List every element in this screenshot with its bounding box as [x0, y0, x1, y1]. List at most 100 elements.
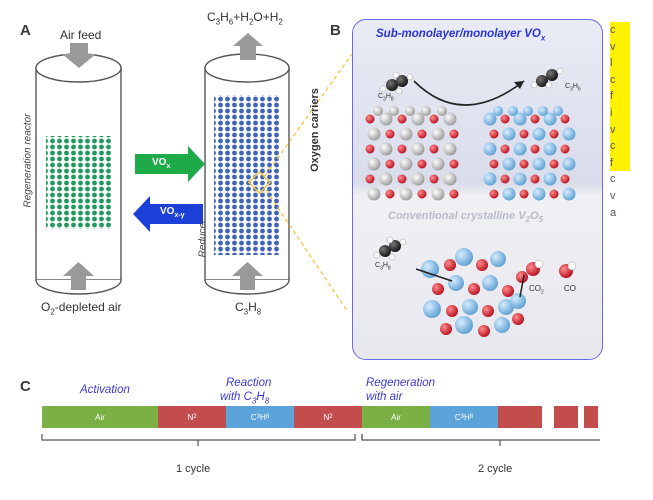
vanadium-atom [462, 299, 478, 315]
oxygen-atom [429, 144, 439, 154]
cycle-1-label: 1 cycle [176, 463, 211, 475]
timeline-segment: Air [362, 406, 430, 428]
vanadium-atom [508, 106, 518, 116]
vanadium-atom [510, 293, 526, 309]
oxygen-atom [365, 174, 375, 184]
phase-reaction: Reaction with C3H8 [220, 377, 272, 406]
side-text-line: l [610, 55, 630, 72]
lattice-atom [399, 127, 413, 141]
oxygen-atom [489, 189, 499, 199]
vanadium-atom [543, 112, 557, 126]
lattice-atom [437, 106, 447, 116]
monolayer-lattice-right [483, 106, 576, 201]
oxygen-atom [432, 283, 444, 295]
oxygen-atom [397, 114, 407, 124]
lattice-atom [379, 172, 393, 186]
vanadium-atom [523, 106, 533, 116]
oxygen-atom [560, 144, 570, 154]
oxygen-atom [478, 325, 490, 337]
regeneration-reactor-label: Regeneration reactor [22, 113, 34, 208]
side-text-line: i [610, 104, 630, 122]
panel-c-letter: C [20, 378, 31, 395]
oxygen-atom [440, 323, 452, 335]
oxygen-atom [549, 159, 559, 169]
oxygen-atom [449, 159, 459, 169]
oxygen-atom [476, 259, 488, 271]
oxygen-atom [468, 283, 480, 295]
lattice-atom [431, 127, 445, 141]
vanadium-atom [532, 187, 546, 201]
side-text-line: c [610, 71, 630, 89]
vox-green-arrow-icon [135, 146, 205, 182]
vanadium-atom [423, 300, 441, 318]
lattice-atom [443, 172, 457, 186]
oxygen-atom [417, 159, 427, 169]
vanadium-atom [421, 260, 439, 278]
lattice-atom [431, 187, 445, 201]
oxygen-carriers-label: Oxygen carriers [309, 88, 321, 172]
co-label: CO [564, 284, 576, 293]
voxy-label: VOx-y [160, 206, 185, 219]
timeline-segment [554, 406, 578, 428]
oxygen-atom [560, 174, 570, 184]
vanadium-atom [490, 251, 506, 267]
vanadium-atom [538, 106, 548, 116]
vanadium-atom [498, 299, 514, 315]
oxygen-atom [489, 159, 499, 169]
lattice-atom [367, 187, 381, 201]
vanadium-atom [543, 142, 557, 156]
oxygen-atom [500, 114, 510, 124]
lattice-atom [373, 106, 383, 116]
timeline-segment [584, 406, 598, 428]
oxygen-atom [365, 144, 375, 154]
oxygen-atom [519, 189, 529, 199]
oxygen-atom [449, 189, 459, 199]
side-text-line: c [610, 22, 630, 39]
lattice-atom [421, 106, 431, 116]
panel-b-title: Sub-monolayer/monolayer VOx [376, 28, 546, 43]
side-text-line: c [610, 173, 616, 186]
reducer-label: Reducer [197, 219, 209, 258]
panel-b-letter: B [330, 22, 341, 39]
molecule-label-1: C3H8 [378, 93, 394, 103]
side-text-line: v [610, 189, 616, 202]
lattice-atom [431, 157, 445, 171]
oxygen-atom [519, 159, 529, 169]
o2-depleted-air-label: O2-depleted air [41, 300, 122, 317]
lattice-atom [399, 157, 413, 171]
reaction-curve-arrow-icon [413, 80, 525, 106]
oxygen-atom [500, 174, 510, 184]
products-label: C3H6+H2O+H2 [207, 10, 283, 27]
vanadium-atom [455, 316, 473, 334]
oxygen-atom [429, 114, 439, 124]
air-feed-label: Air feed [60, 28, 102, 42]
vanadium-atom [532, 157, 546, 171]
propane-feed-label: C3H8 [235, 300, 262, 317]
crystalline-v2o5-cluster [421, 248, 528, 337]
lattice-atom [443, 112, 457, 126]
o2-depleted-arrow-icon [63, 262, 94, 290]
side-text-line: a [610, 206, 617, 219]
oxygen-atom [512, 313, 524, 325]
zoom-region [247, 170, 272, 195]
panel-b-subtitle: Conventional crystalline V2O5 [388, 210, 544, 225]
lattice-atom [405, 106, 415, 116]
vanadium-atom [562, 157, 576, 171]
propane-arrow-icon [232, 262, 263, 290]
co-molecule-icon [559, 261, 577, 278]
oxygen-atom [397, 174, 407, 184]
lattice-atom [411, 172, 425, 186]
cycle-brackets [41, 434, 600, 446]
regeneration-reactor [35, 53, 122, 295]
oxygen-atom [385, 129, 395, 139]
panel-b-illustration [365, 67, 577, 337]
lattice-atom [389, 106, 399, 116]
vanadium-atom [483, 142, 497, 156]
lattice-atom [443, 142, 457, 156]
vanadium-atom [562, 187, 576, 201]
oxygen-atom [519, 129, 529, 139]
vanadium-atom [513, 142, 527, 156]
co2-label: CO2 [529, 284, 544, 296]
panel-a-letter: A [20, 22, 31, 39]
